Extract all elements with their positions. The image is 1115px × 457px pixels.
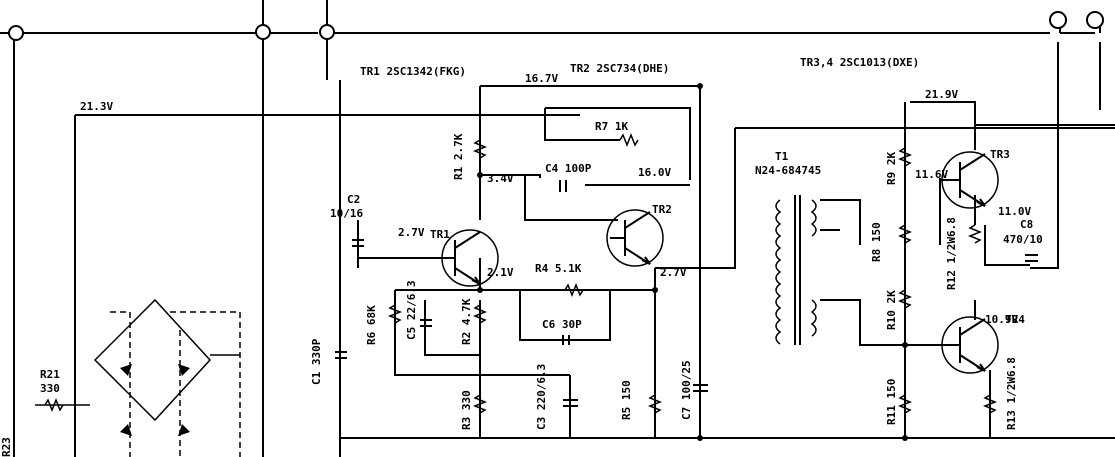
terminal-node [1086,11,1104,29]
label-r8: R8 150 [870,222,883,262]
label-c1: C1 330P [310,338,323,385]
label-v-tr3-base: 11.6V [915,168,948,181]
label-transformer-name: T1 [775,150,789,163]
terminal-node [1049,11,1067,29]
label-v-tr3-emitter: 11.0V [998,205,1031,218]
transistor-tr4 [941,316,999,374]
junction-dot [902,342,908,348]
label-r9: R9 2K [885,152,898,185]
label-r2: R2 4.7K [460,298,473,345]
label-v-top-mid: 16.7V [525,72,558,85]
junction-dot [652,287,658,293]
label-c5: C5 22/6.3 [405,280,418,340]
label-v-tr1-base: 2.7V [398,226,425,239]
transformer-t1 [775,195,817,345]
label-transformer-part: N24-684745 [755,164,821,177]
label-r3: R3 330 [460,390,473,430]
label-c2: C2 [347,193,360,206]
transistor-tr3 [940,151,999,209]
label-c3: C3 220/6.3 [535,364,548,430]
label-c8: C8 [1020,218,1033,231]
junction-dot [477,172,483,178]
label-r12: R12 1/2W6.8 [945,217,958,290]
label-edge: R23 [0,437,13,457]
label-v-tr2-collector: 16.0V [638,166,671,179]
label-r1: R1 2.7K [452,133,465,180]
label-c2-val: 10/16 [330,207,363,220]
label-tr1-header: TR1 2SC1342(FKG) [360,65,466,78]
label-v-tr4: 10.9V [985,313,1018,326]
label-c7: C7 100/25 [680,360,693,420]
label-r5: R5 150 [620,380,633,420]
labels: TR1 2SC1342(FKG) TR2 2SC734(DHE) TR3,4 2… [0,56,1043,457]
label-r21: R21 [40,368,60,381]
junction-dot [902,435,908,441]
label-r6: R6 68K [365,305,378,345]
label-v-tr1-emitter: 2.1V [487,266,514,279]
label-tr4: TR4 [1005,313,1025,326]
terminal-node [8,25,24,41]
label-tr3: TR3 [990,148,1010,161]
label-r13: R13 1/2W6.8 [1005,357,1018,430]
label-c6: C6 30P [542,318,582,331]
label-r21-val: 330 [40,382,60,395]
label-r11: R11 150 [885,379,898,425]
label-c4: C4 100P [545,162,592,175]
label-tr34-header: TR3,4 2SC1013(DXE) [800,56,919,69]
passive-components [44,132,1038,436]
junction-dot [697,83,703,89]
terminal-node [255,24,271,40]
label-v-tr2-emitter: 2.7V [660,266,687,279]
transistor-tr2 [606,209,664,267]
transistor-tr1 [440,229,499,287]
label-v-left: 21.3V [80,100,113,113]
label-c8-val: 470/10 [1003,233,1043,246]
label-tr1: TR1 [430,228,450,241]
label-r7: R7 1K [595,120,628,133]
terminal-node [319,24,335,40]
junction-dot [697,435,703,441]
terminals [8,11,1104,441]
label-r4: R4 5.1K [535,262,582,275]
label-v-right: 21.9V [925,88,958,101]
label-tr2-header: TR2 2SC734(DHE) [570,62,669,75]
label-r10: R10 2K [885,290,898,330]
junction-dot [477,287,483,293]
label-v-tr1-collector: 3.4V [487,172,514,185]
label-tr2: TR2 [652,203,672,216]
